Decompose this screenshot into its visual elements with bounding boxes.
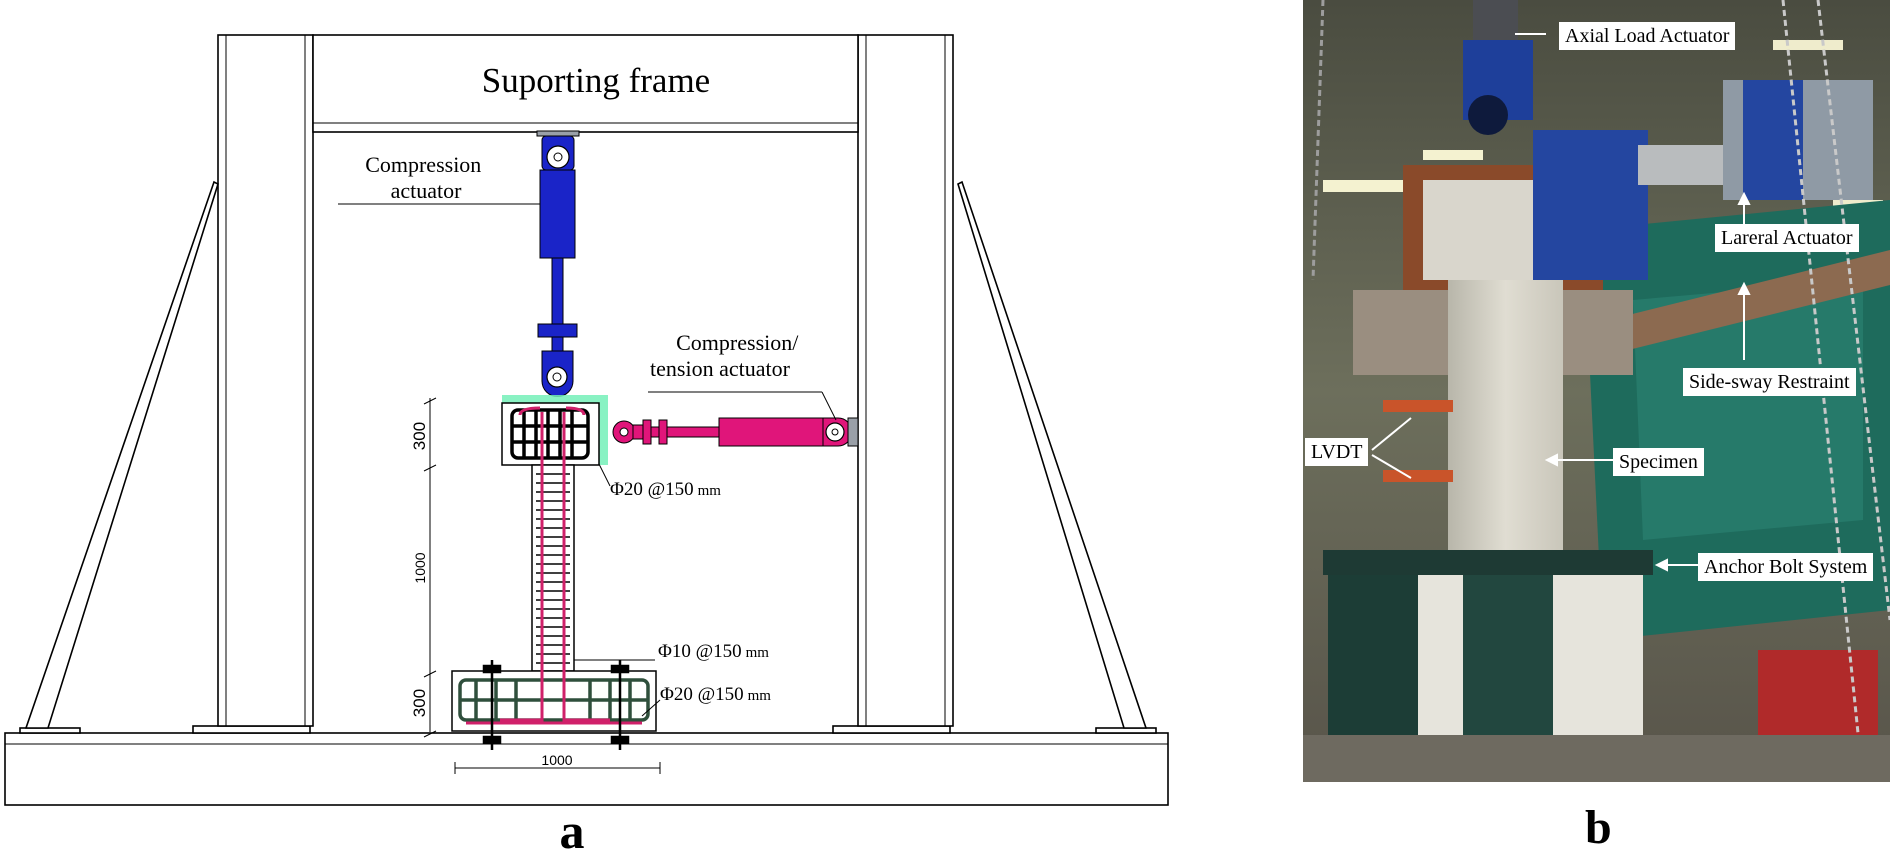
dim-top-label: 300 [410, 422, 429, 450]
test-setup-photo: Axial Load Actuator Lareral Actuator Sid… [1303, 0, 1890, 782]
frame-column-right [857, 34, 954, 727]
panel-b-label: b [1585, 801, 1612, 854]
label-side-sway-restraint: Side-sway Restraint [1683, 368, 1856, 396]
compression-tension-actuator [612, 417, 859, 447]
longitudinal-rebar [466, 406, 642, 725]
anchor-bolts [482, 660, 630, 750]
frame-title: Suporting frame [482, 61, 710, 100]
frame-top-beam [312, 34, 859, 133]
svg-text:Compression actuator: Compression actuator [365, 152, 487, 203]
floor-beam [4, 732, 1169, 806]
compression-actuator [536, 130, 580, 397]
frame-column-left [217, 34, 314, 727]
dim-base-label: 1000 [541, 752, 572, 768]
label-axial-load-actuator: Axial Load Actuator [1559, 22, 1736, 50]
ct-actuator-label-1: Compression/ [676, 330, 799, 355]
specimen-column [531, 464, 575, 672]
dimension-vertical [423, 397, 437, 738]
label-lvdt: LVDT [1305, 438, 1369, 466]
photo-specimen [1448, 280, 1563, 575]
dim-middle-label: 1000 [412, 552, 428, 583]
compression-actuator-label-1: Compression [365, 152, 481, 177]
dimension-horizontal [454, 762, 661, 774]
dim-bottom-label: 300 [410, 689, 429, 717]
ct-actuator-label-2: tension actuator [650, 356, 791, 381]
label-anchor-bolt-system: Anchor Bolt System [1698, 553, 1874, 581]
label-specimen: Specimen [1613, 448, 1704, 476]
label-lateral-actuator: Lareral Actuator [1715, 224, 1859, 252]
panel-a-label: a [560, 803, 585, 852]
svg-text:Compression/ tension actua: Compression/ tension actuator [650, 330, 804, 381]
brace-right [957, 180, 1148, 729]
test-setup-schematic: Suporting frame Compression actuator [4, 34, 1169, 852]
compression-actuator-label-2: actuator [391, 178, 463, 203]
brace-left [24, 180, 219, 729]
